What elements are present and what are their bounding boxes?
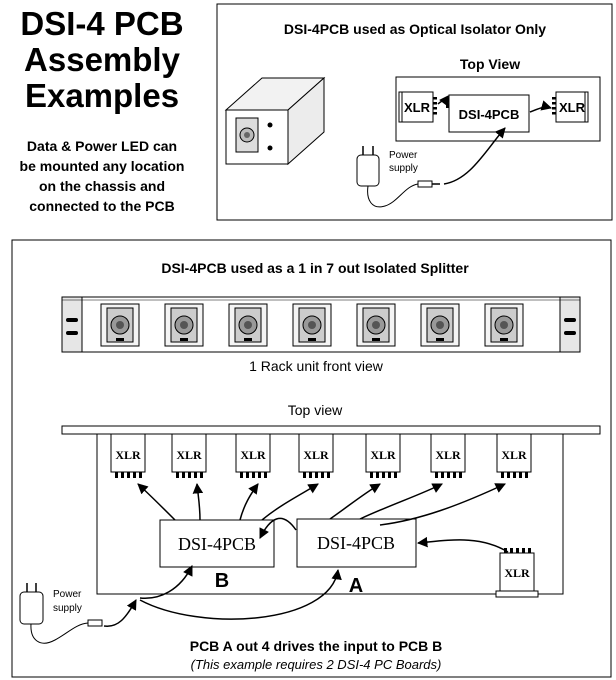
- top-xlr-label: XLR: [435, 448, 461, 462]
- top-xlr-connector: XLR: [496, 433, 532, 478]
- splitter-arrows: [103, 482, 509, 627]
- title-line-3: Examples: [24, 77, 180, 114]
- isolator-top-view-label: Top View: [460, 56, 520, 72]
- splitter-heading: DSI-4PCB used as a 1 in 7 out Isolated S…: [161, 260, 469, 276]
- rack-xlr-connector: [228, 303, 268, 347]
- pcb-b: DSI-4PCB: [159, 519, 275, 568]
- rack-xlr-connector: [420, 303, 460, 347]
- pcb-a-label: DSI-4PCB: [317, 533, 395, 553]
- top-xlr-connector: XLR: [171, 433, 207, 478]
- isolator-arrow-out: [529, 100, 553, 113]
- splitter-power-label-1: Power: [53, 589, 82, 600]
- top-xlr-label: XLR: [370, 448, 396, 462]
- top-xlr-label: XLR: [115, 448, 141, 462]
- splitter-front-rail: [61, 425, 601, 435]
- isolator-power-arrow: [443, 127, 506, 185]
- note-line-4: connected to the PCB: [29, 198, 175, 214]
- splitter-input-xlr-label: XLR: [504, 566, 530, 580]
- splitter-input-xlr: XLR: [495, 548, 539, 598]
- top-xlr-label: XLR: [303, 448, 329, 462]
- pcb-a: DSI-4PCB: [296, 518, 417, 568]
- splitter-power-supply-icon: [19, 583, 44, 625]
- isolator-heading: DSI-4PCB used as Optical Isolator Only: [284, 21, 546, 37]
- splitter-panel: DSI-4PCB used as a 1 in 7 out Isolated S…: [11, 239, 612, 678]
- splitter-caption: PCB A out 4 drives the input to PCB B: [190, 638, 443, 654]
- top-xlr-connector: XLR: [365, 433, 401, 478]
- isolator-power-label-1: Power: [389, 150, 418, 161]
- top-xlr-connector: XLR: [110, 433, 146, 478]
- chassis-3d-icon: [224, 76, 326, 166]
- top-xlr-label: XLR: [501, 448, 527, 462]
- rack-xlr-connector: [356, 303, 396, 347]
- isolator-pcb: DSI-4PCB: [446, 94, 530, 133]
- rack-front-view: [61, 296, 581, 353]
- page-title: DSI-4 PCB Assembly Examples: [4, 6, 200, 114]
- rack-xlr-connector: [164, 303, 204, 347]
- rack-xlr-connector: [100, 303, 140, 347]
- led-note: Data & Power LED can be mounted any loca…: [2, 136, 202, 216]
- title-line-1: DSI-4 PCB: [20, 5, 184, 42]
- splitter-power-cable: [30, 622, 89, 644]
- top-xlr-connector: XLR: [430, 433, 466, 478]
- isolator-pcb-label: DSI-4PCB: [459, 107, 520, 122]
- isolator-xlr-in: XLR: [398, 91, 437, 123]
- isolator-panel: DSI-4PCB used as Optical Isolator Only T…: [216, 3, 613, 221]
- splitter-top-view-label: Top view: [288, 402, 343, 418]
- note-line-3: on the chassis and: [38, 178, 166, 194]
- rack-xlr-connector: [292, 303, 332, 347]
- isolator-power-plug: [417, 180, 433, 188]
- isolator-xlr-in-label: XLR: [404, 100, 431, 115]
- splitter-power-plug: [87, 619, 103, 627]
- rack-xlr-connector: [484, 303, 524, 347]
- splitter-subcaption: (This example requires 2 DSI-4 PC Boards…: [191, 657, 442, 672]
- isolator-xlr-out: XLR: [552, 91, 589, 123]
- title-line-2: Assembly: [24, 41, 180, 78]
- pcb-a-letter: A: [349, 575, 363, 597]
- isolator-power-label-2: supply: [389, 163, 418, 174]
- isolator-arrow-in: [437, 95, 449, 107]
- note-line-2: be mounted any location: [19, 158, 185, 174]
- top-xlr-label: XLR: [176, 448, 202, 462]
- top-xlr-connector: XLR: [235, 433, 271, 478]
- isolator-power-cable: [367, 183, 419, 208]
- top-xlr-label: XLR: [240, 448, 266, 462]
- rack-front-caption: 1 Rack unit front view: [249, 358, 384, 374]
- top-xlr-connector: XLR: [298, 433, 334, 478]
- note-line-1: Data & Power LED can: [26, 138, 178, 154]
- isolator-xlr-out-label: XLR: [559, 100, 586, 115]
- splitter-power-label-2: supply: [53, 603, 82, 614]
- pcb-b-label: DSI-4PCB: [178, 534, 256, 554]
- pcb-b-letter: B: [215, 570, 229, 592]
